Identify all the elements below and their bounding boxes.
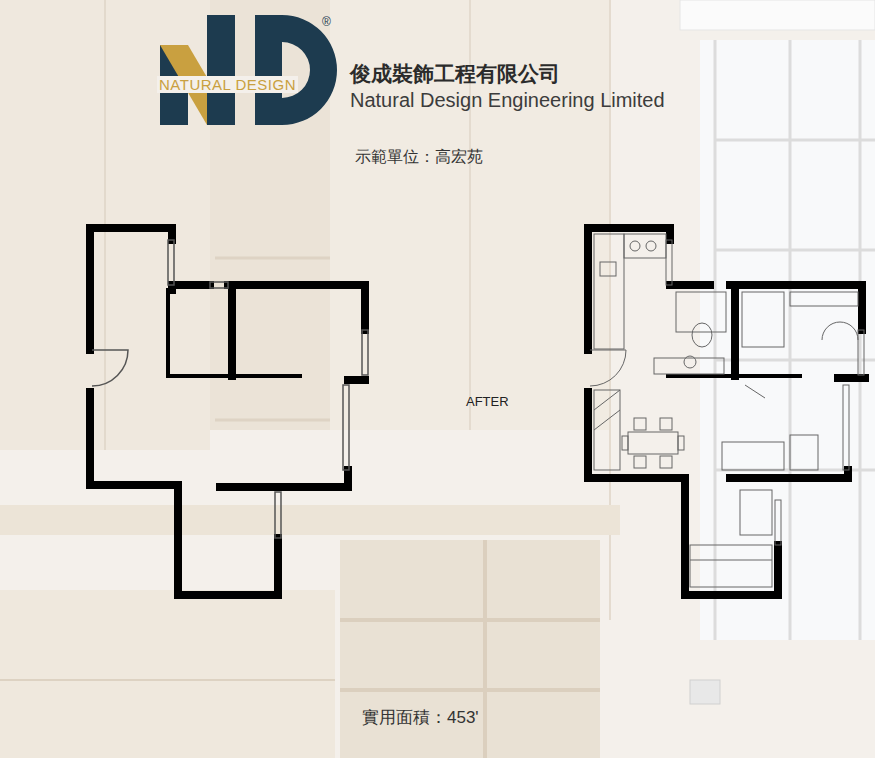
registered-mark: ® [322, 16, 331, 30]
usable-area-label: 實用面積：453' [362, 708, 479, 728]
floor-plan-after [588, 228, 865, 595]
company-name-english: Natural Design Engineering Limited [350, 89, 665, 112]
furniture-layout [590, 234, 864, 587]
brand-name: NATURAL DESIGN [157, 76, 298, 93]
windows-doors [92, 240, 368, 538]
floor-plan-before [90, 228, 365, 595]
company-logo [160, 15, 337, 125]
demo-unit-title: 示範單位：高宏苑 [355, 148, 483, 166]
after-label: AFTER [466, 395, 509, 410]
company-name-chinese: 俊成裝飾工程有限公司 [350, 62, 560, 86]
